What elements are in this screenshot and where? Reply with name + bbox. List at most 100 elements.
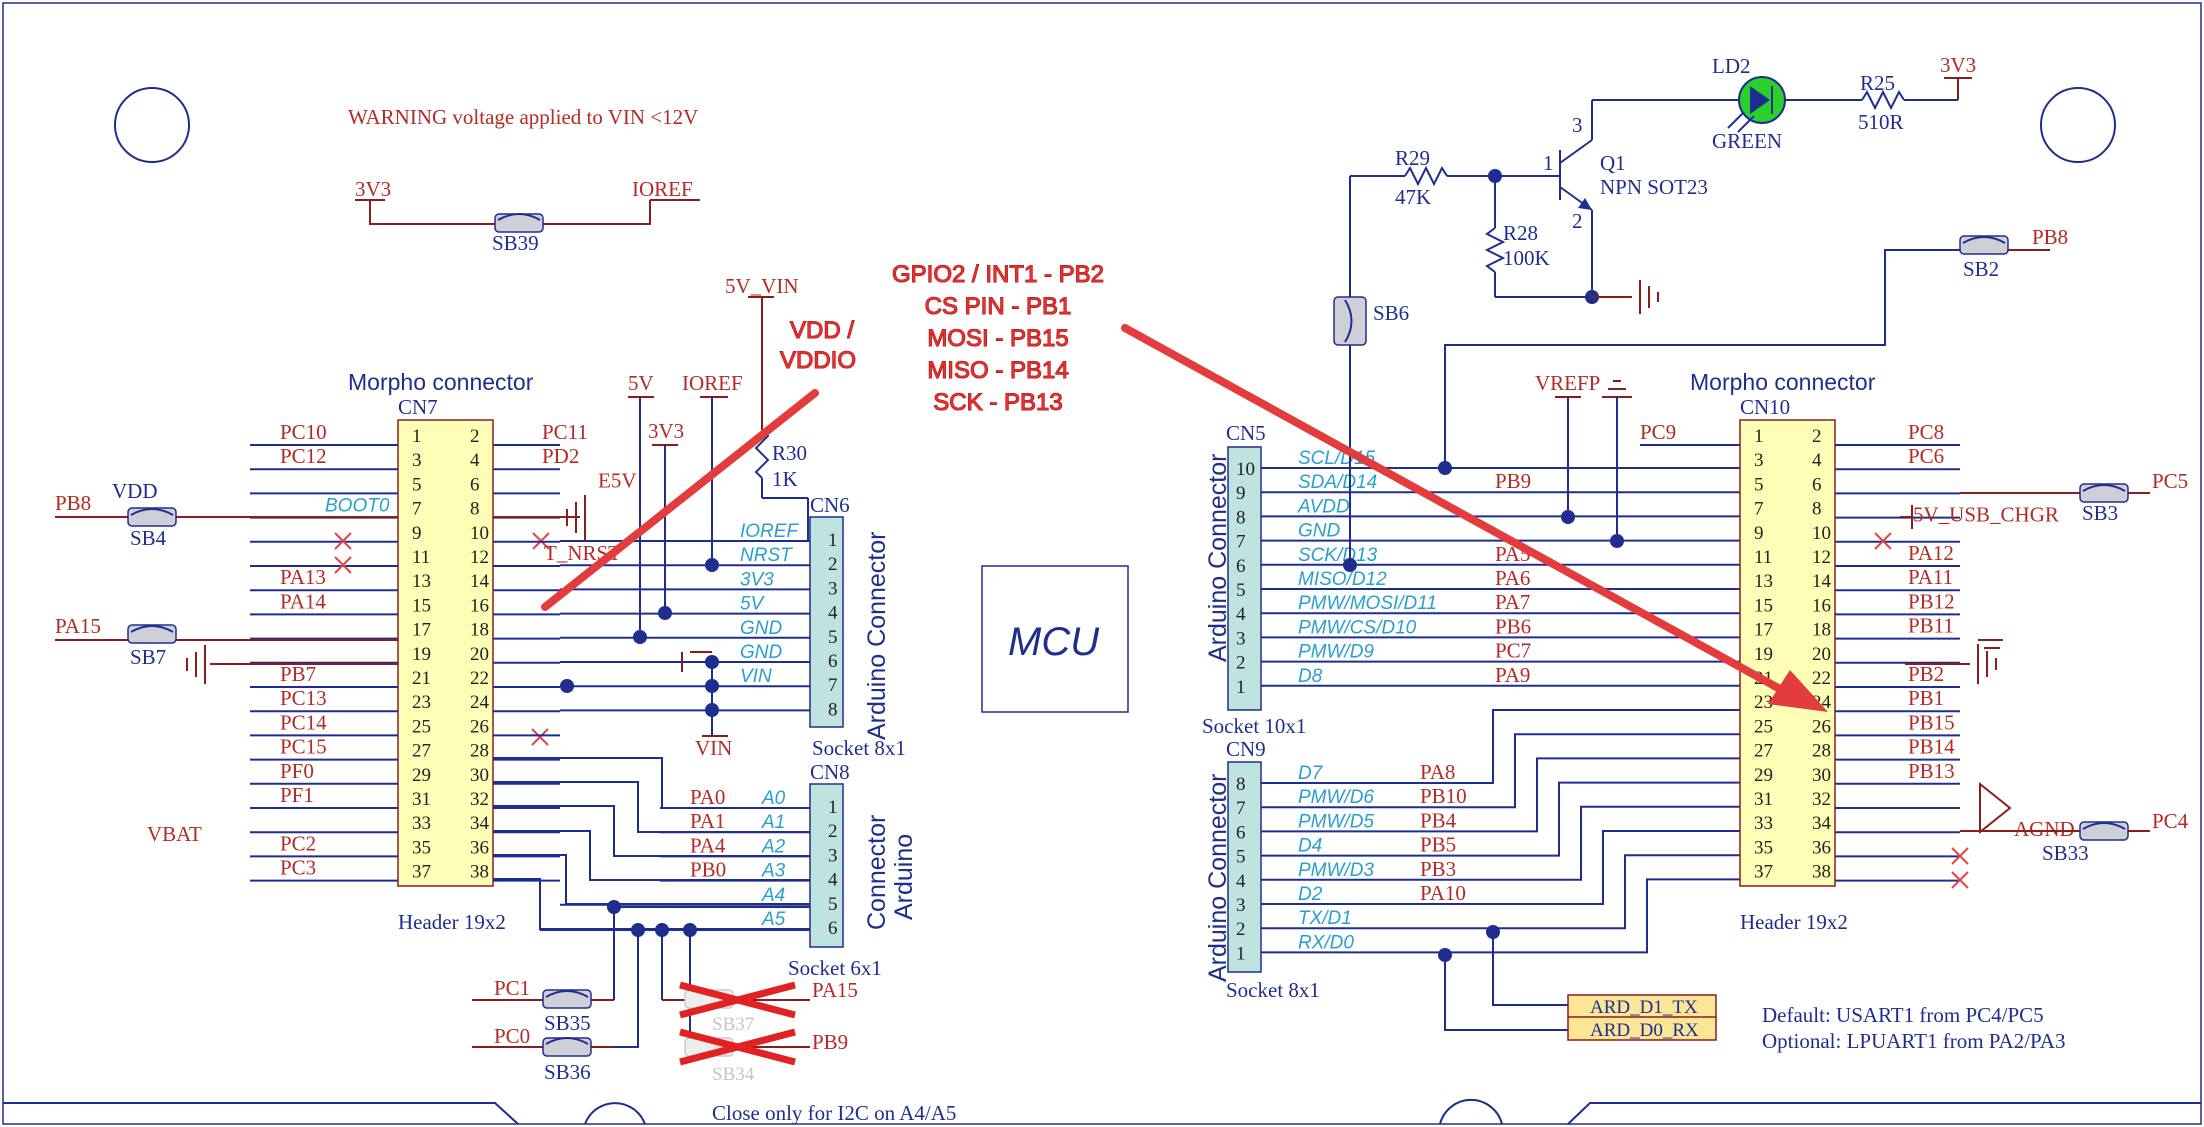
cn5-signal: SDA/D14 (1298, 472, 1377, 493)
cn9-footer: Socket 8x1 (1226, 978, 1320, 1002)
cn8-signal: A0 (761, 788, 786, 809)
q1-value: NPN SOT23 (1600, 175, 1708, 199)
label-5v-vin: 5V_VIN (725, 274, 799, 298)
cn7-pin-even: 24 (470, 692, 490, 713)
cn9-pin-number: 2 (1236, 919, 1246, 940)
sb4-jumper: PB8 SB4 (55, 491, 398, 550)
cn10-right-net: PB2 (1908, 662, 1944, 686)
sb7-jumper: PA15 SB7 (55, 614, 398, 669)
sb2-net: PB8 (2032, 225, 2068, 249)
cn9-pin-number: 8 (1236, 774, 1246, 795)
cn7-left-net: PC2 (280, 831, 316, 855)
cn9-route (1261, 709, 1740, 784)
cn7-left-net: PF1 (280, 783, 314, 807)
junction (560, 679, 574, 693)
cn7-pin-even: 16 (470, 595, 489, 616)
warning-text: WARNING voltage applied to VIN <12V (348, 105, 698, 129)
cn10-ref: CN10 (1740, 395, 1790, 419)
cn10-pin-odd: 5 (1754, 474, 1764, 495)
annotation-arrowhead (1768, 670, 1828, 712)
cn7-pin-odd: 35 (412, 837, 431, 858)
sb37-net: PA15 (812, 978, 858, 1002)
cn10-right-net: PB12 (1908, 589, 1955, 613)
cn5-pin-number: 1 (1236, 677, 1246, 698)
cn8-signal: A3 (761, 861, 786, 882)
cn10-pin-even: 30 (1812, 765, 1831, 786)
sb4-net: PB8 (55, 491, 91, 515)
optional-note: Optional: LPUART1 from PA2/PA3 (1762, 1029, 2065, 1053)
annotation-pin-line: MOSI - PB15 (927, 325, 1068, 352)
annotation-arrow-pins (1121, 324, 1804, 704)
cn10-pin-even: 8 (1812, 499, 1822, 520)
cn7-pin-odd: 1 (412, 426, 422, 447)
cn8-pin-number: 5 (828, 894, 838, 915)
cn10-footer: Header 19x2 (1740, 910, 1848, 934)
r28-ref: R28 (1503, 221, 1538, 245)
q1-pin1: 1 (1543, 151, 1554, 175)
cn9-title: Arduino Connector (1204, 774, 1232, 982)
cn10-pin-even: 4 (1812, 450, 1822, 471)
cn6-pin-number: 6 (828, 651, 838, 672)
cn7-left-net: PB7 (280, 662, 316, 686)
cn6-signal: GND (740, 618, 783, 639)
cn8-net: PB0 (690, 858, 726, 882)
cn6-signal: 3V3 (740, 569, 774, 590)
cn5-footer: Socket 10x1 (1202, 714, 1306, 738)
cn7-footer: Header 19x2 (398, 910, 506, 934)
r30-ref: R30 (772, 441, 807, 465)
cn7-pin-odd: 9 (412, 523, 422, 544)
cn9-socket: CN9 Socket 8x1 Arduino Connector (1204, 737, 1320, 1002)
cn7-pin-odd: 29 (412, 765, 431, 786)
cn8-pin-number: 2 (828, 821, 838, 842)
cn10-right-net: PA11 (1908, 565, 1953, 589)
cn10-pin-even: 2 (1812, 426, 1822, 447)
cn9-net: PB4 (1420, 808, 1457, 832)
cn7-right-net: PD2 (542, 444, 579, 468)
ld2-ref: LD2 (1712, 54, 1751, 78)
cn10-pin-even: 22 (1812, 668, 1831, 689)
cn10-pin-odd: 35 (1754, 837, 1773, 858)
cn10-pin-odd: 31 (1754, 789, 1773, 810)
sb3-label: SB3 (2082, 501, 2118, 525)
cn8-ref: CN8 (810, 760, 850, 784)
cn10-pin-even: 36 (1812, 837, 1831, 858)
cn8-socket: CN8 Socket 6x1 Connector Arduino (788, 760, 918, 980)
sb36-net: PC0 (494, 1024, 530, 1048)
cn10-right-net: PB14 (1908, 735, 1955, 759)
cn7-pin-even: 26 (470, 716, 489, 737)
cn8-signal: A4 (761, 885, 785, 906)
cn10-pin-even: 20 (1812, 644, 1831, 665)
cn9-route (1261, 878, 1740, 954)
no-connect-mark (334, 532, 352, 550)
cn5-signal: AVDD (1297, 496, 1350, 517)
cn7-vdd: VDD (112, 479, 158, 503)
cn9-signal: D7 (1298, 763, 1324, 784)
cn7-pin-odd: 27 (412, 741, 431, 762)
annotation-pin-line: SCK - PB13 (933, 389, 1062, 416)
cn7-pin-odd: 33 (412, 813, 431, 834)
cn7-left-net: PC10 (280, 420, 327, 444)
cn6-ref: CN6 (810, 493, 850, 517)
cn10-pin-odd: 3 (1754, 450, 1764, 471)
cn10-pin-even: 32 (1812, 789, 1831, 810)
cn7-pin-even: 20 (470, 644, 489, 665)
r28-value: 100K (1503, 246, 1550, 270)
label-vin: VIN (695, 736, 732, 760)
cn5-pin-number: 9 (1236, 483, 1246, 504)
sb39-jumper: 3V3 IOREF SB39 (355, 177, 700, 255)
cn6-pin-number: 2 (828, 554, 838, 575)
sb4-label: SB4 (130, 526, 167, 550)
bottom-left-jumpers: PC1 SB35 PC0 SB36 SB37 SB34 PA15 PB9 Clo… (472, 907, 956, 1125)
q1-ref: Q1 (1600, 151, 1626, 175)
annotation-vdd-line1: VDD / (790, 317, 854, 344)
cn7-right-gnd (493, 495, 586, 540)
cn5-pin-number: 5 (1236, 580, 1246, 601)
cn9-signal: TX/D1 (1298, 908, 1352, 929)
